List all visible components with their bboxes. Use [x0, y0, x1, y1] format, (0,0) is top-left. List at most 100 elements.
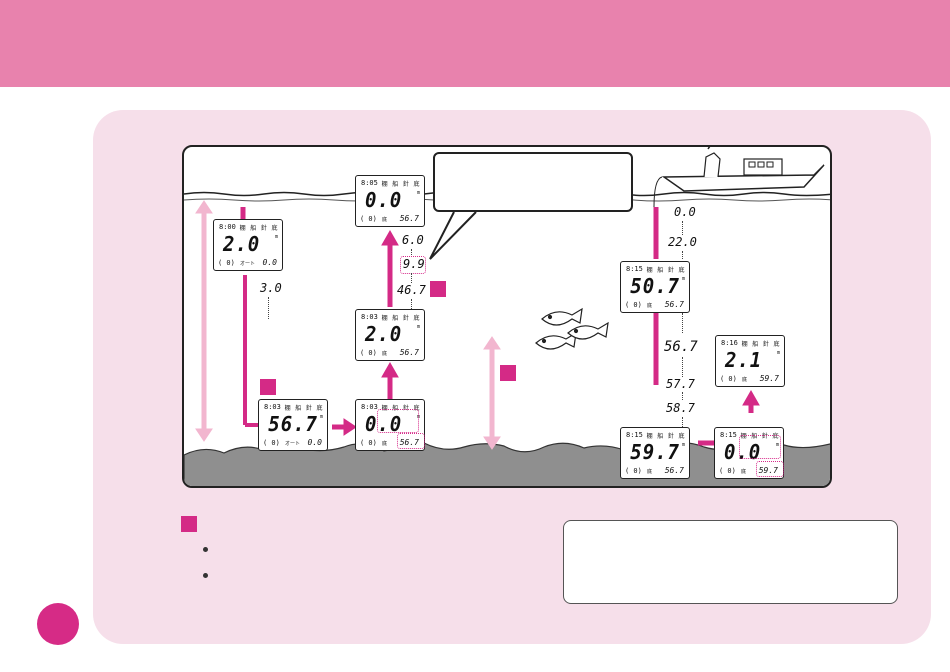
display-depth: 0.0	[723, 440, 762, 464]
display-tags: 棚 船 針 底	[239, 225, 278, 232]
display-mode: 底	[382, 351, 388, 357]
display-depth: 59.7	[630, 440, 680, 464]
page-number-badge	[37, 603, 79, 645]
display-mode: 底	[382, 441, 388, 447]
depth-label: 3.0	[260, 281, 282, 295]
display-bottom-left: ( 0)	[360, 349, 377, 357]
display-bottom-right: 56.7	[399, 438, 419, 447]
display-tags: 棚 船 針 底	[646, 433, 685, 440]
highlight-box	[756, 461, 784, 477]
display-bottom-left: ( 0)	[625, 301, 642, 309]
display-tags: 棚 船 針 底	[741, 341, 780, 348]
dotted-line	[411, 299, 412, 309]
depth-label: 6.0	[402, 233, 424, 247]
display-unit: m	[776, 350, 780, 356]
display-unit: m	[681, 442, 685, 448]
depth-display: 8:16 棚 船 針 底 2.1 m ( 0) 底 59.7	[715, 335, 785, 387]
display-unit: m	[681, 276, 685, 282]
step-marker	[260, 379, 276, 395]
depth-label: 0.0	[674, 205, 696, 219]
display-tags: 棚 船 針 底	[381, 181, 420, 188]
step-marker	[500, 365, 516, 381]
display-unit: m	[775, 442, 779, 448]
depth-display: 8:15 棚 船 針 底 50.7 m ( 0) 底 56.7	[620, 261, 690, 313]
display-time: 8:15	[720, 431, 737, 439]
mid-range-arrow	[483, 336, 501, 450]
display-depth: 50.7	[630, 274, 680, 298]
display-bottom-left: ( 0)	[720, 375, 737, 383]
speech-bubble	[433, 152, 633, 212]
bubble-tail	[429, 211, 477, 260]
step-marker	[430, 281, 446, 297]
dotted-line	[682, 417, 683, 427]
display-unit: m	[319, 414, 323, 420]
dotted-line	[682, 313, 683, 333]
display-depth: 0.0	[364, 188, 403, 212]
display-bottom-left: ( 0)	[218, 259, 235, 267]
depth-display: 8:03 棚 船 針 底 0.0 m ( 0) 底 56.7	[355, 399, 425, 451]
display-bottom-left: ( 0)	[263, 439, 280, 447]
left-range-arrow	[195, 200, 213, 442]
depth-label-highlighted: 9.9	[403, 257, 425, 271]
display-mode: 底	[382, 217, 388, 223]
bullet-point	[203, 547, 208, 552]
display-bottom-left: ( 0)	[360, 439, 377, 447]
display-tags: 棚 船 針 底	[284, 405, 323, 412]
display-bottom-left: ( 0)	[719, 467, 736, 475]
display-time: 8:03	[264, 403, 281, 411]
highlight-box	[739, 435, 781, 459]
display-bottom-right: 56.7	[664, 466, 684, 475]
depth-label: 56.7	[664, 339, 698, 355]
display-unit: m	[416, 190, 420, 196]
display-tags: 棚 船 針 底	[381, 315, 420, 322]
display-unit: m	[274, 234, 278, 240]
display-tags: 棚 船 針 底	[740, 433, 779, 440]
display-bottom-right: 0.0	[262, 258, 277, 267]
dotted-line	[682, 221, 683, 235]
dotted-line	[682, 392, 683, 400]
display-bottom-right: 56.7	[399, 214, 419, 223]
display-unit: m	[416, 324, 420, 330]
highlight-box	[397, 433, 425, 449]
display-depth: 56.7	[268, 412, 318, 436]
display-bottom-left: ( 0)	[625, 467, 642, 475]
boat-icon	[653, 147, 825, 208]
depth-display: 8:15 棚 船 針 底 0.0 m ( 0) 底 59.7	[714, 427, 784, 479]
dotted-line	[411, 249, 412, 257]
display-depth: 2.0	[222, 232, 261, 256]
display-mode: 底	[647, 303, 653, 309]
display-bottom-right: 56.7	[664, 300, 684, 309]
display-time: 8:03	[361, 403, 378, 411]
display-bottom-left: ( 0)	[360, 215, 377, 223]
display-bottom-right: 59.7	[758, 466, 778, 475]
highlight-box	[400, 256, 426, 274]
display-time: 8:15	[626, 431, 643, 439]
depth-display: 8:03 棚 船 針 底 2.0 m ( 0) 底 56.7	[355, 309, 425, 361]
dotted-line	[682, 251, 683, 259]
depth-label: 22.0	[668, 235, 697, 249]
display-depth: 2.1	[724, 348, 763, 372]
depth-label: 57.7	[666, 377, 695, 391]
display-mode: オート	[240, 261, 256, 267]
depth-display: 8:05 棚 船 針 底 0.0 m ( 0) 底 56.7	[355, 175, 425, 227]
display-time: 8:05	[361, 179, 378, 187]
display-mode: 底	[742, 377, 748, 383]
depth-display: 8:03 棚 船 針 底 56.7 m ( 0) オート 0.0	[258, 399, 328, 451]
display-bottom-right: 56.7	[399, 348, 419, 357]
display-mode: 底	[647, 469, 653, 475]
display-time: 8:03	[361, 313, 378, 321]
bullet-point	[203, 573, 208, 578]
fishing-scene-illustration: 3.0 6.0 9.9 46.7 0.0 22.0 56.7 57.7 58.7…	[182, 145, 832, 488]
display-bottom-right: 59.7	[759, 374, 779, 383]
dotted-line	[682, 357, 683, 377]
section-marker	[181, 516, 197, 532]
display-time: 8:15	[626, 265, 643, 273]
highlight-box	[377, 409, 419, 433]
depth-label: 58.7	[666, 401, 695, 415]
display-tags: 棚 船 針 底	[381, 405, 420, 412]
display-time: 8:16	[721, 339, 738, 347]
depth-display: 8:15 棚 船 針 底 59.7 m ( 0) 底 56.7	[620, 427, 690, 479]
display-mode: オート	[285, 441, 301, 447]
dotted-line	[268, 297, 269, 319]
dotted-line	[411, 273, 412, 283]
